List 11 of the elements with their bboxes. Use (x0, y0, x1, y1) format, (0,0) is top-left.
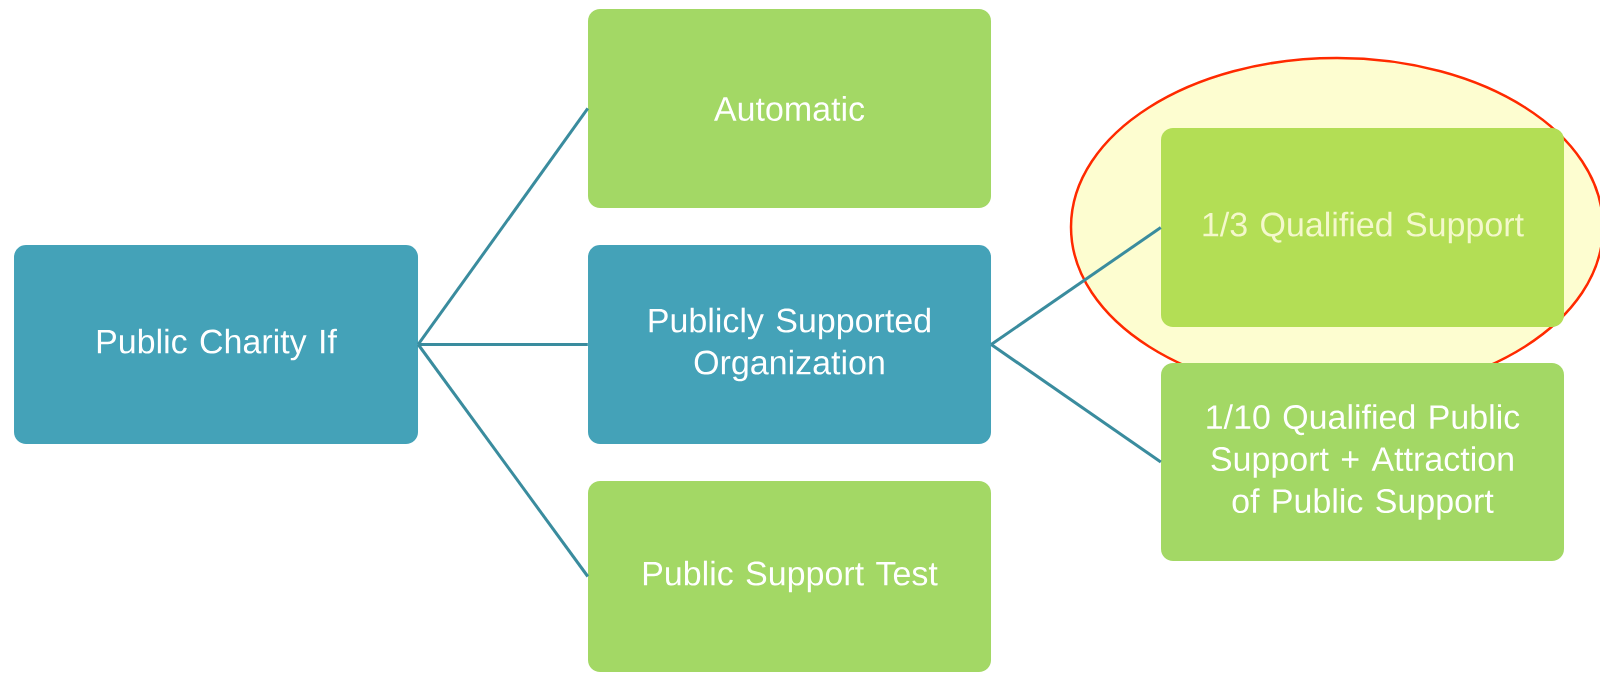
category-box: Public Charity If (14, 245, 418, 444)
option-box: Public Support Test (588, 481, 991, 672)
connector-line (990, 343, 1162, 464)
connector-line (417, 343, 590, 578)
connector-line (417, 107, 590, 346)
connector-line (990, 226, 1162, 346)
category-box: Publicly Supported Organization (588, 245, 991, 444)
connector-line (418, 343, 588, 346)
option-box: Automatic (588, 9, 991, 208)
option-box: 1/3 Qualified Support (1161, 128, 1564, 327)
option-box: 1/10 Qualified Public Support + Attraction of Public Support (1161, 363, 1564, 561)
